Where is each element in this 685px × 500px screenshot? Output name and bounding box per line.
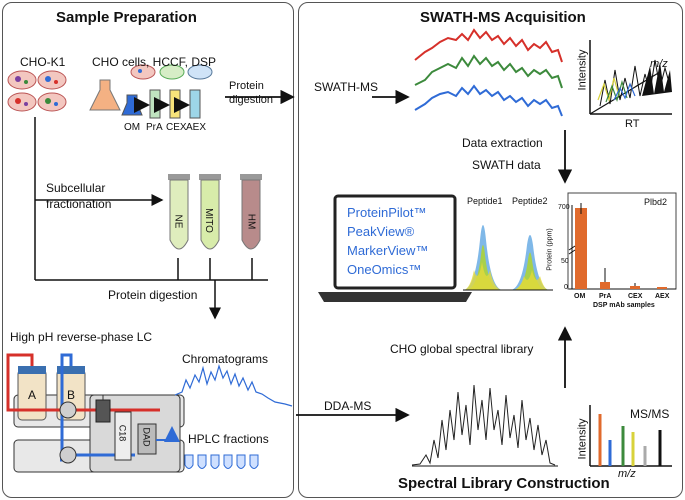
peptide-peaks-icon <box>463 225 553 291</box>
bar-chart-xlabel: DSP mAb samples <box>593 302 655 309</box>
swath-mz-label: m/z <box>650 58 668 70</box>
swath-ms-label: SWATH-MS <box>314 80 378 94</box>
bottle-b-label: B <box>67 388 76 402</box>
bar-chart-cat-om: OM <box>574 293 586 300</box>
bar-chart-ytick-700: 700 <box>558 204 570 211</box>
cho-k1-label: CHO-K1 <box>20 55 66 69</box>
tube-label-hm: HM <box>245 213 257 230</box>
subcellular-fractionation-label: Subcellular fractionation <box>46 181 112 211</box>
ms-mz-label: m/z <box>618 468 636 480</box>
bar-chart-ytick-0: 0 <box>564 284 568 291</box>
column-label: C18 <box>117 424 128 442</box>
bar-om <box>575 208 587 289</box>
detector-label: DAD <box>141 427 152 447</box>
step-label-cex: CEX <box>166 122 187 133</box>
bar-pra <box>600 282 610 289</box>
protein-digestion-label: Protein digestion <box>229 80 274 106</box>
data-extraction-label: Data extraction <box>462 136 543 150</box>
ms-ms-plot-icon <box>589 405 672 467</box>
peptide1-label: Peptide1 <box>467 196 503 206</box>
laptop-icon <box>318 194 472 302</box>
bar-cex <box>630 286 640 289</box>
ms-intensity-label: Intensity <box>576 418 589 460</box>
bar-chart-ytick-50: 50 <box>561 258 569 265</box>
ms-ms-label: MS/MS <box>630 407 670 421</box>
tube-label-ne: NE <box>172 214 184 229</box>
sample-preparation-title: Sample Preparation <box>56 9 197 26</box>
cho-k1-cells-icon <box>7 70 67 112</box>
hplc-system-icon <box>6 353 293 473</box>
software-markerview: MarkerView™ <box>347 243 429 258</box>
peptide2-label: Peptide2 <box>512 196 548 206</box>
cho-library-label: CHO global spectral library <box>390 342 534 356</box>
bar-chart-ylabel: Protein (ppm) <box>546 228 554 271</box>
swath-intensity-label: Intensity <box>576 49 589 91</box>
hplc-fraction-tubes-icon <box>184 454 259 469</box>
plbd2-bar-chart <box>567 192 677 290</box>
tube-label-mito: MITO <box>202 208 214 233</box>
hplc-title: High pH reverse-phase LC <box>10 330 153 344</box>
swath-rt-label: RT <box>625 118 640 130</box>
software-proteinpilot: ProteinPilot™ <box>347 205 427 220</box>
bar-chart-cat-pra: PrA <box>599 293 612 300</box>
bottle-a-label: A <box>28 388 37 402</box>
step-label-om: OM <box>124 122 141 133</box>
swath-3d-plot-icon <box>589 40 672 115</box>
bar-chart-cat-aex: AEX <box>655 293 670 300</box>
spectral-library-title: Spectral Library Construction <box>398 475 610 492</box>
software-peakview: PeakView® <box>347 224 415 239</box>
hplc-fractions-label: HPLC fractions <box>188 432 269 446</box>
purification-steps-icon <box>89 64 213 119</box>
cho-cells-label: CHO cells, HCCF, DSP <box>92 55 217 69</box>
protein-digestion-bottom-label: Protein digestion <box>108 288 198 302</box>
chromatograms-label: Chromatograms <box>182 352 269 366</box>
chromatogram-trace <box>174 363 293 407</box>
step-label-aex: AEX <box>186 122 207 133</box>
dda-ms-label: DDA-MS <box>324 399 372 413</box>
bar-chart-title: Plbd2 <box>644 197 668 207</box>
bar-aex <box>657 287 667 289</box>
swath-acquisition-title: SWATH-MS Acquisition <box>420 9 586 26</box>
step-label-pra: PrA <box>146 122 163 133</box>
dda-spectrum-trace <box>411 384 558 467</box>
software-oneomics: OneOmics™ <box>347 262 422 277</box>
swath-data-label: SWATH data <box>472 158 541 172</box>
bar-chart-cat-cex: CEX <box>628 293 643 300</box>
fractionation-tubes-icon <box>168 174 262 250</box>
